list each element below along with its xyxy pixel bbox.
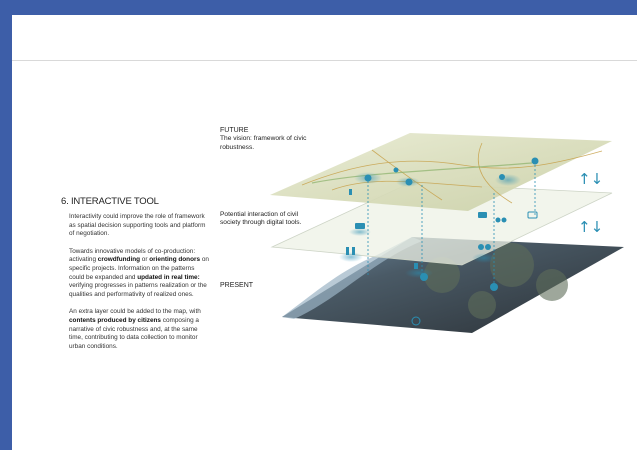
label-present: PRESENT (220, 282, 300, 290)
bold-crowdfunding: crowdfunding (97, 256, 141, 264)
up-down-arrows-icon: ↑↓ (578, 218, 604, 236)
bold-realtime: updated in real time: (137, 273, 200, 281)
future-title: FUTURE (220, 127, 249, 134)
slide-header (12, 15, 637, 61)
layered-map-diagram (270, 133, 624, 333)
middle-layer-civil-society (270, 182, 613, 278)
section-title: 6. INTERACTIVE TOOL (61, 196, 159, 207)
paragraph-interactivity: Interactivity could improve the role of … (69, 213, 206, 238)
label-future: FUTURE The vision: framework of civic ro… (220, 127, 330, 152)
future-layer-map (270, 133, 612, 211)
up-down-arrows-icon: ↑↓ (578, 170, 604, 188)
slide-page: 6. INTERACTIVE TOOL Interactivity could … (12, 15, 637, 450)
present-title: PRESENT (220, 282, 254, 289)
text-column: 6. INTERACTIVE TOOL Interactivity could … (61, 196, 211, 360)
bold-orienting-donors: orienting donors (149, 256, 201, 264)
future-desc: The vision: framework of civic robustnes… (220, 135, 307, 151)
bold-citizen-contents: contents produced by citizens (69, 316, 161, 324)
label-middle: Potential interaction of civil society t… (220, 211, 308, 228)
paragraph-extra-layer: An extra layer could be added to the map… (69, 308, 201, 350)
paragraph-coproduction: Towards innovative models of co-producti… (69, 247, 209, 298)
middle-desc: Potential interaction of civil society t… (220, 211, 302, 227)
layer-connectors (367, 165, 536, 287)
